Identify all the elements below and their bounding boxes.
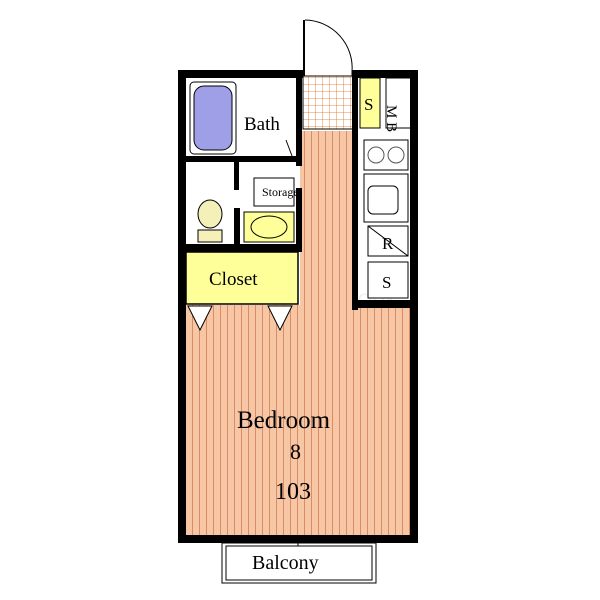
- bedroom-floor-main: [186, 305, 410, 535]
- bathtub-basin: [193, 85, 233, 151]
- toilet-icon: [197, 199, 223, 243]
- unit-number: 103: [275, 479, 311, 505]
- entry-door[interactable]: [303, 19, 353, 76]
- balcony-label: Balcony: [252, 552, 319, 574]
- closet-label: Closet: [209, 269, 258, 290]
- kitchen-sink-icon: [363, 173, 409, 223]
- closet-door-left[interactable]: [187, 305, 213, 332]
- bath-label: Bath: [244, 114, 280, 135]
- bedroom-size: 8: [290, 439, 301, 464]
- washbasin-icon: [243, 211, 295, 243]
- balcony: [221, 535, 377, 584]
- meter-box-label: M B: [383, 105, 399, 132]
- storage-label: Storage: [262, 185, 299, 199]
- stove-icon: [363, 139, 409, 171]
- kitchen-floor: [300, 131, 358, 311]
- washer-label: S: [382, 273, 391, 292]
- refrigerator-label: R: [382, 234, 394, 253]
- washer-space: [367, 261, 409, 299]
- closet-area: [185, 251, 299, 305]
- storage-box: [253, 177, 295, 207]
- entry-tiles: [302, 75, 356, 130]
- bedroom-label: Bedroom: [237, 407, 331, 434]
- shoe-storage-label: S: [364, 95, 373, 114]
- closet-door-right[interactable]: [267, 305, 293, 332]
